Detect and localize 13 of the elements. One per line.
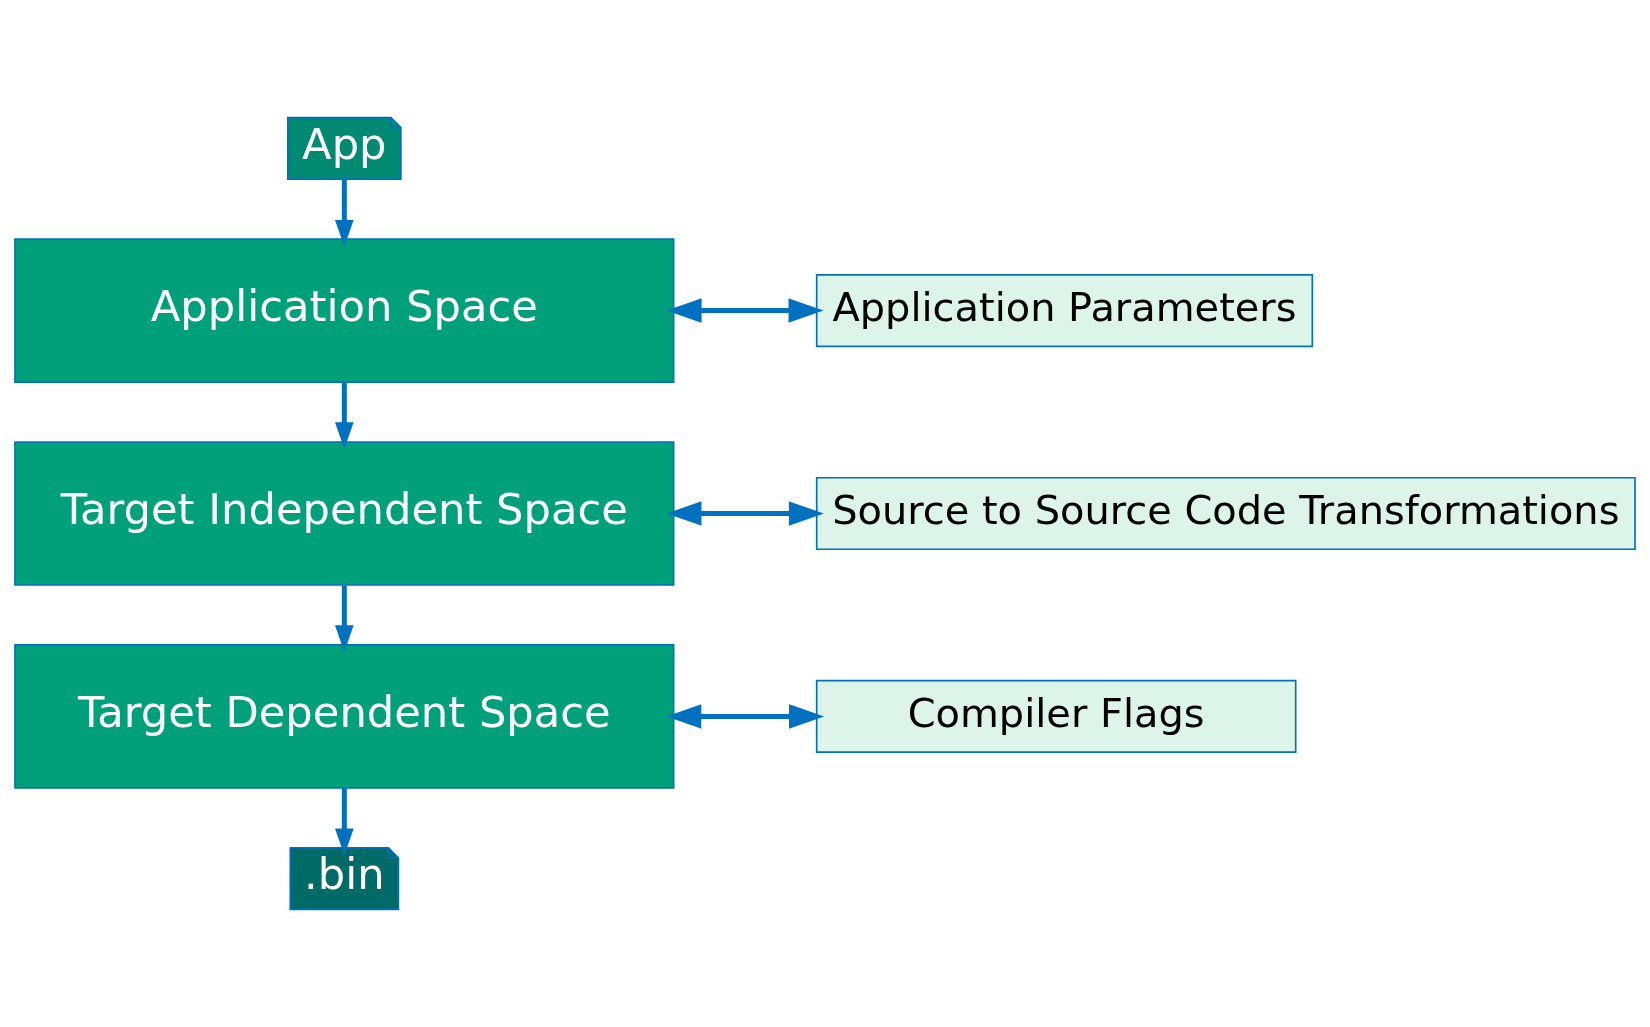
arrow [335, 382, 354, 449]
arrow [666, 704, 825, 729]
arrow [335, 585, 354, 652]
node-box: Target Independent Space [14, 441, 675, 586]
node-box: Target Dependent Space [14, 644, 675, 789]
node-box: Application Parameters [815, 274, 1314, 348]
arrow [335, 788, 354, 856]
node-box: Source to Source Code Transformations [815, 476, 1636, 551]
node-box: Application Space [14, 238, 675, 383]
arrow [666, 501, 824, 526]
arrow [666, 298, 824, 323]
arrow [335, 179, 354, 247]
node-box: Compiler Flags [815, 679, 1297, 753]
